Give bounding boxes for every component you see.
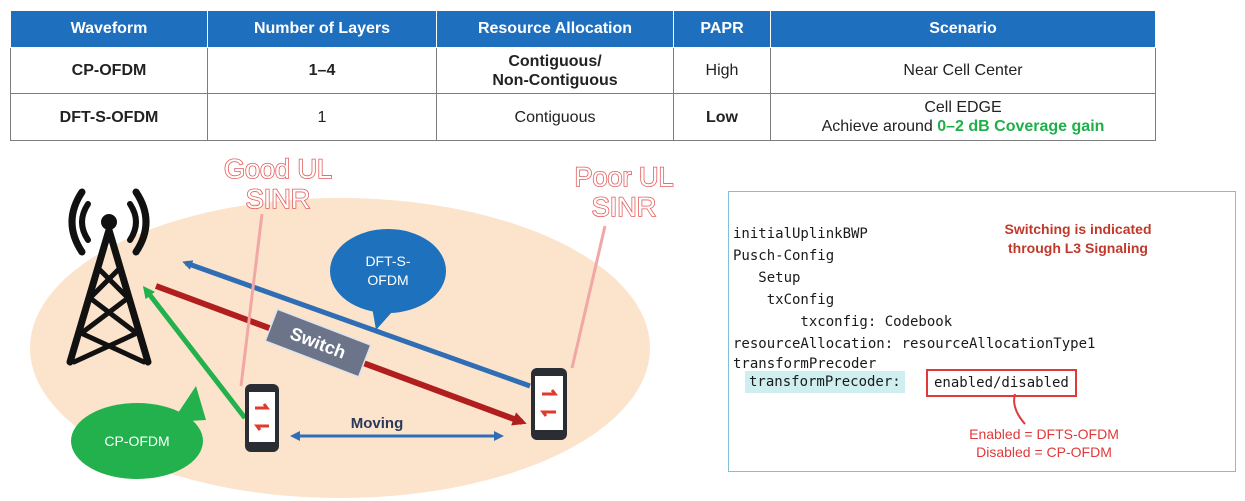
header-number-of-layers: Number of Layers	[207, 10, 437, 48]
config-line: Setup	[733, 270, 801, 286]
waveform-comparison-table: Waveform Number of Layers Resource Alloc…	[10, 10, 1156, 141]
cell-tower-icon	[66, 188, 152, 366]
cell-scenario: Cell EDGE Achieve around 0–2 dB Coverage…	[770, 93, 1156, 141]
good-ul-pointer	[239, 213, 264, 387]
config-line: resourceAllocation: resourceAllocationTy…	[733, 336, 1096, 352]
table-row-cp-ofdm: CP-OFDM 1–4 Contiguous/ Non-Contiguous H…	[10, 47, 1156, 94]
allocation-line-2: Non-Contiguous	[492, 71, 618, 89]
config-line: transformPrecoder	[733, 356, 877, 372]
near-phone-icon	[245, 384, 279, 452]
cell-layers: 1	[207, 93, 437, 141]
poor-ul-line-1: Poor UL	[574, 162, 673, 192]
cp-ofdm-uplink-arrow	[142, 286, 247, 420]
l3-signaling-note: Switching is indicated through L3 Signal…	[983, 220, 1173, 258]
legend-enabled: Enabled = DFTS-OFDM	[969, 426, 1119, 442]
dfts-ofdm-uplink-arrow	[182, 260, 531, 389]
header-waveform: Waveform	[10, 10, 208, 48]
cell-waveform: CP-OFDM	[10, 47, 208, 94]
header-scenario: Scenario	[770, 10, 1156, 48]
precoder-legend: Enabled = DFTS-OFDM Disabled = CP-OFDM	[929, 425, 1159, 461]
transform-precoder-value: enabled/disabled	[926, 369, 1077, 397]
dfts-bubble-line-2: OFDM	[367, 272, 408, 288]
far-phone-icon	[531, 368, 567, 440]
value-callout-pointer	[1013, 394, 1026, 425]
config-line: txconfig: Codebook	[733, 314, 953, 330]
good-ul-line-2: SINR	[246, 184, 311, 214]
legend-disabled: Disabled = CP-OFDM	[976, 444, 1112, 460]
poor-ul-line-2: SINR	[592, 192, 657, 222]
cell-resource-allocation: Contiguous/ Non-Contiguous	[436, 47, 674, 94]
table-header-row: Waveform Number of Layers Resource Alloc…	[10, 10, 1156, 48]
cell-papr: Low	[673, 93, 771, 141]
good-ul-line-1: Good UL	[224, 154, 332, 184]
scenario-line-2-highlight: 0–2 dB Coverage gain	[937, 118, 1105, 135]
note-line-1: Switching is indicated	[1004, 221, 1152, 237]
waveform-switch-diagram: Switch DFT-S- OFDM CP-OFDM Good UL SINR …	[30, 153, 674, 498]
rrc-config-panel: initialUplinkBWP Pusch-Config Setup txCo…	[728, 191, 1236, 472]
cp-ofdm-bubble: CP-OFDM	[71, 386, 206, 479]
transform-precoder-key: transformPrecoder:	[745, 371, 905, 393]
config-line: txConfig	[733, 292, 835, 308]
moving-label: Moving	[351, 415, 404, 432]
config-line: initialUplinkBWP	[733, 226, 868, 242]
poor-ul-pointer	[570, 225, 607, 369]
note-line-2: through L3 Signaling	[1008, 240, 1148, 256]
table-row-dft-s-ofdm: DFT-S-OFDM 1 Contiguous Low Cell EDGE Ac…	[10, 93, 1156, 141]
cell-layers: 1–4	[207, 47, 437, 94]
allocation-line-1: Contiguous/	[508, 52, 602, 70]
scenario-line-1: Cell EDGE	[924, 99, 1002, 116]
header-papr: PAPR	[673, 10, 771, 48]
dfts-ofdm-bubble: DFT-S- OFDM	[330, 229, 446, 330]
config-line: Pusch-Config	[733, 248, 835, 264]
cell-papr: High	[673, 47, 771, 94]
cell-resource-allocation: Contiguous	[436, 93, 674, 141]
header-resource-allocation: Resource Allocation	[436, 10, 674, 48]
scenario-line-2-prefix: Achieve around	[821, 118, 938, 135]
cp-bubble-label: CP-OFDM	[104, 433, 169, 449]
cell-scenario: Near Cell Center	[770, 47, 1156, 94]
dfts-bubble-line-1: DFT-S-	[365, 253, 410, 269]
cell-waveform: DFT-S-OFDM	[10, 93, 208, 141]
